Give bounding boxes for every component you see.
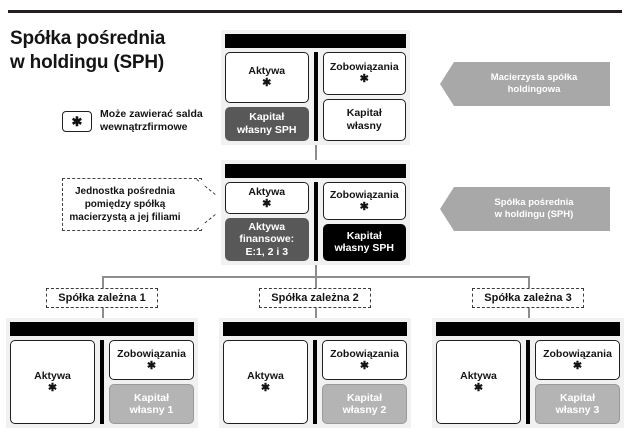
cell-liabilities: Zobowiązania ✱ [109,340,194,380]
asterisk-icon: ✱ [359,200,369,213]
column-divider [313,340,317,424]
column-divider [100,340,104,424]
panel-header-bar [225,164,406,178]
header-rule [8,10,622,13]
asterisk-icon: ✱ [359,73,369,86]
panel-header-bar [436,322,620,336]
asterisk-icon: ✱ [260,382,271,395]
cell-liabilities: Zobowiązania ✱ [535,340,620,380]
cell-liabilities-label: Zobowiązania [329,188,399,201]
connector-parent-to-sph [315,145,317,167]
asterisk-icon: ✱ [146,360,157,373]
column-divider [313,52,318,141]
cell-liabilities-label: Zobowiązania [329,61,399,74]
cell-liabilities-label: Zobowiązania [330,347,399,360]
asterisk-icon: ✱ [572,360,583,373]
asterisk-icon: ✱ [262,77,272,90]
assets-column: Aktywa ✱ [223,340,308,424]
assets-column: Aktywa ✱ [10,340,95,424]
cell-assets: Aktywa ✱ [225,52,309,103]
cell-liabilities: Zobowiązania ✱ [322,52,406,95]
cell-liabilities-label: Zobowiązania [117,347,186,360]
cell-assets: Aktywa ✱ [223,340,308,424]
cell-liabilities-label: Zobowiązania [543,347,612,360]
legend: ✱ Może zawierać salda wewnątrzfirmowe [62,108,222,134]
column-divider [526,340,530,424]
cell-assets: Aktywa ✱ [10,340,95,424]
sidebar-item-subsidiary-3: Spółka zależna 3 [472,288,584,308]
cell-assets-label: Aktywa [34,369,71,382]
cell-assets-label: Aktywa [460,369,497,382]
cell-assets: Aktywa ✱ [436,340,521,424]
cell-liabilities: Zobowiązania ✱ [322,182,406,220]
cell-liabilities: Zobowiązania ✱ [322,340,407,380]
panel-header-bar [10,322,194,336]
cell-assets-label: Aktywa [247,369,284,382]
cell-assets-label: Aktywa [248,65,286,78]
connector-sph-trunk [315,265,317,277]
cell-assets-label: Aktywa [248,185,286,198]
connector-sub-1-to-panel [102,308,104,318]
assets-column: Aktywa ✱ [436,340,521,424]
connector-drop-sub-3 [528,276,530,288]
connector-sub-3-to-panel [528,308,530,318]
panel-header-bar [225,34,406,48]
connector-sub-2-to-panel [315,308,317,318]
arrow-tip-mask [199,180,203,229]
asterisk-icon: ✱ [473,382,484,395]
panel-header-bar [223,322,407,336]
legend-label: Może zawierać salda wewnątrzfirmowe [100,108,203,134]
connector-drop-sub-2 [315,276,317,288]
sidebar-item-subsidiary-2: Spółka zależna 2 [259,288,371,308]
asterisk-icon: ✱ [47,382,58,395]
column-divider [313,182,318,261]
sidebar-item-subsidiary-1: Spółka zależna 1 [46,288,158,308]
connector-drop-sub-1 [102,276,104,288]
asterisk-icon: ✱ [262,198,272,211]
cell-assets: Aktywa ✱ [225,182,309,214]
asterisk-legend-icon: ✱ [62,110,92,132]
asterisk-icon: ✱ [359,360,370,373]
